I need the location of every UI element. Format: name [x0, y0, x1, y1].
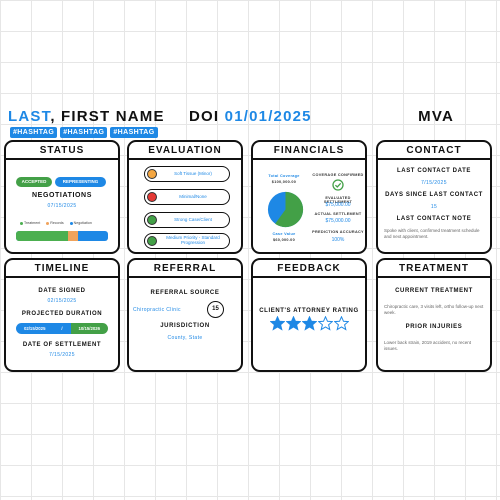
jurisdiction: County, State — [167, 335, 203, 341]
status-dot-icon — [147, 236, 157, 246]
tag-3[interactable]: #HASHTAG — [110, 127, 158, 138]
actual-settlement-value: $75,000.00 — [325, 218, 351, 224]
card-title: REFERRAL — [129, 260, 241, 278]
tag-list: #HASHTAG #HASHTAG #HASHTAG — [10, 127, 158, 138]
attorney-rating-label: CLIENT'S ATTORNEY RATING — [259, 308, 359, 314]
legend-records: Records — [46, 221, 64, 225]
card-title: TIMELINE — [6, 260, 118, 278]
projected-end: 10/15/2026 — [78, 326, 101, 331]
evaluated-settlement-value: $75,000.00 — [325, 202, 351, 208]
date-signed-label: DATE SIGNED — [38, 288, 86, 294]
coverage-pie-chart — [267, 191, 304, 228]
treatment-card: TREATMENT CURRENT TREATMENT Chiropractic… — [376, 258, 492, 372]
referral-source: Chiropractic Clinic — [133, 307, 181, 313]
eval-priority[interactable]: Medium Priority - Standard Progression — [144, 233, 230, 249]
current-treatment-label: CURRENT TREATMENT — [395, 288, 473, 294]
first-name: , FIRST NAME — [50, 108, 165, 125]
check-circle-icon — [332, 179, 344, 191]
prediction-accuracy-value: 100% — [331, 237, 345, 243]
status-stage: NEGOTIATIONS — [32, 192, 92, 199]
evaluation-card: EVALUATION Soft Tissue (Minor) Minimal/N… — [127, 140, 243, 254]
projected-start: 02/15/2025 — [23, 326, 46, 331]
progress-records — [68, 231, 78, 241]
progress-treatment — [16, 231, 69, 241]
prior-injuries: Lower back strain, 2019 accident, no rec… — [384, 340, 472, 351]
card-title: FEEDBACK — [253, 260, 365, 278]
doi-date: 01/01/2025 — [224, 108, 312, 125]
total-coverage-label: Total Coverage — [268, 174, 300, 178]
settlement-date: 7/15/2025 — [49, 352, 75, 358]
days-since-contact-label: DAYS SINCE LAST CONTACT — [385, 192, 483, 198]
legend-negotiation: Negotiation — [69, 221, 92, 225]
star-filled-icon[interactable] — [269, 316, 285, 331]
card-title: CONTACT — [378, 142, 490, 160]
tag-1[interactable]: #HASHTAG — [10, 127, 58, 138]
status-dot-icon — [147, 169, 157, 179]
contact-card: CONTACT LAST CONTACT DATE 7/15/2025 DAYS… — [376, 140, 492, 254]
card-title: EVALUATION — [129, 142, 241, 160]
case-value: $60,000.00 — [272, 238, 295, 242]
coverage-confirmed-label: COVERAGE CONFIRMED — [312, 173, 364, 177]
doi-label: DOI — [189, 108, 220, 125]
last-contact-note-label: LAST CONTACT NOTE — [396, 216, 472, 222]
star-empty-icon[interactable] — [333, 316, 349, 331]
financials-card: FINANCIALS Total Coverage $100,000.00 Ca… — [251, 140, 367, 254]
date-signed: 02/15/2025 — [47, 298, 77, 304]
doi: DOI 01/01/2025 — [189, 108, 312, 125]
evaluated-settlement-label: EVALUATED SETTLEMENT — [323, 196, 353, 204]
status-dot-icon — [147, 192, 157, 202]
attorney-rating-stars — [253, 316, 365, 336]
status-dot-icon — [147, 215, 157, 225]
star-filled-icon[interactable] — [285, 316, 301, 331]
eval-injury[interactable]: Soft Tissue (Minor) — [144, 166, 230, 182]
star-empty-icon[interactable] — [317, 316, 333, 331]
last-contact-date: 7/15/2025 — [421, 180, 447, 186]
settlement-date-label: DATE OF SETTLEMENT — [22, 342, 102, 348]
days-since-contact: 15 — [430, 204, 438, 210]
last-contact-date-label: LAST CONTACT DATE — [397, 168, 471, 174]
star-filled-icon[interactable] — [301, 316, 317, 331]
jurisdiction-label: JURISDICTION — [160, 323, 210, 329]
tag-2[interactable]: #HASHTAG — [60, 127, 108, 138]
card-title: TREATMENT — [378, 260, 490, 278]
total-coverage-value: $100,000.00 — [271, 180, 297, 184]
eval-strength[interactable]: Strong Case/Client — [144, 212, 230, 228]
progress-legend: Treatment Records Negotiation — [20, 221, 92, 225]
card-title: STATUS — [6, 142, 118, 160]
case-type: MVA — [418, 108, 454, 125]
feedback-card: FEEDBACK CLIENT'S ATTORNEY RATING — [251, 258, 367, 372]
timeline-card: TIMELINE DATE SIGNED 02/15/2025 PROJECTE… — [4, 258, 120, 372]
case-value-label: Case Value — [272, 232, 296, 236]
status-card: STATUS ACCEPTED REPRESENTING NEGOTIATION… — [4, 140, 120, 254]
card-title: FINANCIALS — [253, 142, 365, 160]
actual-settlement-label: ACTUAL SETTLEMENT — [314, 212, 362, 216]
last-name: LAST — [8, 108, 51, 125]
referral-source-label: REFERRAL SOURCE — [150, 290, 220, 296]
status-date: 07/15/2025 — [47, 203, 77, 209]
case-progress-bar — [16, 231, 108, 241]
prior-injuries-label: PRIOR INJURIES — [405, 324, 463, 330]
projected-duration-label: PROJECTED DURATION — [21, 311, 103, 317]
projected-duration-bar: 02/15/2025 / 10/15/2026 — [16, 323, 108, 334]
case-header: LAST, FIRST NAME DOI 01/01/2025 MVA — [8, 108, 492, 128]
eval-liability[interactable]: Minimal/None — [144, 189, 230, 205]
referral-card: REFERRAL REFERRAL SOURCE Chiropractic Cl… — [127, 258, 243, 372]
client-name: LAST, FIRST NAME — [8, 108, 165, 125]
prediction-accuracy-label: PREDICTION ACCURACY — [312, 230, 364, 234]
legend-treatment: Treatment — [20, 221, 40, 225]
representing-badge: REPRESENTING — [55, 177, 106, 187]
last-contact-note: Spoke with client, confirmed treatment s… — [384, 228, 480, 239]
current-treatment: Chiropractic care, 3 visits left, ortho … — [384, 304, 484, 315]
accepted-badge: ACCEPTED — [16, 177, 52, 187]
referral-count-badge: 15 — [207, 301, 224, 318]
